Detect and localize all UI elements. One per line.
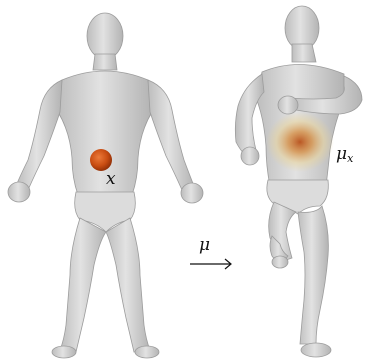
map-label: μ — [199, 237, 210, 254]
left-fist-right — [181, 183, 203, 203]
left-leg-left — [60, 218, 106, 352]
target-heat-region — [266, 112, 334, 172]
right-foot-front — [301, 343, 331, 357]
source-point-marker — [90, 149, 112, 171]
target-label: μx — [336, 146, 353, 164]
right-arm-back — [235, 74, 264, 156]
right-foot-back — [272, 256, 288, 268]
right-fist-back — [241, 147, 259, 165]
left-arm-right — [148, 80, 194, 190]
target-label-main: μ — [336, 144, 347, 164]
left-torso — [58, 71, 152, 195]
left-leg-right — [106, 218, 150, 352]
target-label-subscript: x — [347, 152, 353, 165]
right-fist-front — [278, 96, 298, 114]
right-leg-front — [298, 206, 328, 344]
source-point-label: x — [106, 171, 116, 188]
left-fist-left — [8, 182, 30, 202]
left-foot-right — [135, 346, 159, 358]
right-head — [285, 6, 319, 50]
target-body-mesh — [235, 6, 362, 357]
left-foot-left — [52, 346, 76, 358]
map-arrow — [190, 259, 231, 269]
left-neck — [93, 54, 117, 70]
left-head — [87, 13, 123, 59]
right-neck — [292, 44, 316, 62]
left-arm-left — [16, 80, 62, 190]
